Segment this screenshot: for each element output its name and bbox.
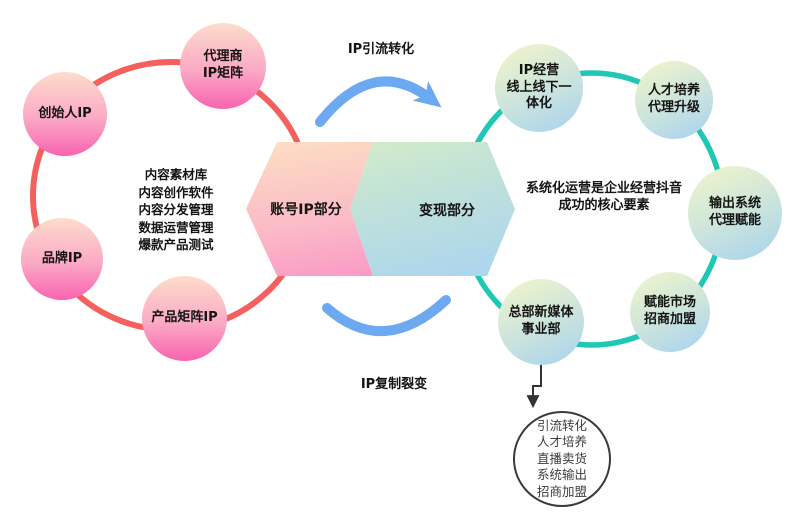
- output-function-item: 引流转化: [536, 417, 587, 433]
- output-function-item: 人才培养: [536, 434, 587, 450]
- top-flow-arrow-icon: [315, 76, 442, 127]
- node-agent-ip-matrix-label: 代理商 IP矩阵: [202, 49, 244, 81]
- center-banner: 账号IP部分 变现部分: [246, 142, 515, 276]
- node-founder-ip: 创始人IP: [23, 72, 107, 156]
- node-product-matrix-ip-label: 产品矩阵IP: [151, 310, 218, 326]
- top-arrow-label: IP引流转化: [347, 42, 415, 57]
- connector-arrow-icon: [526, 361, 542, 409]
- node-ip-operation-online-offline: IP经营 线上线下一 体化: [495, 44, 583, 132]
- node-output-system-agent-empower: 输出系统 代理赋能: [688, 166, 782, 260]
- content-tools-list: 内容素材库 内容创作软件 内容分发管理 数据运营管理 爆款产品测试: [117, 166, 235, 254]
- node-brand-ip-label: 品牌IP: [41, 250, 83, 266]
- node-ip-operation-label: IP经营 线上线下一 体化: [506, 63, 572, 112]
- bottom-arrow-label: IP复制裂变: [360, 377, 428, 392]
- bottom-flow-arrow-icon: [322, 295, 451, 337]
- output-functions-circle: 引流转化 人才培养 直播卖货 系统输出 招商加盟: [513, 411, 611, 507]
- node-talent-training-label: 人才培养 代理升级: [647, 83, 700, 115]
- statement-line: 成功的核心要素: [558, 198, 650, 213]
- monetization-banner-label: 变现部分: [419, 203, 475, 219]
- statement-line: 系统化运营是企业经营抖音: [525, 181, 682, 196]
- node-hq-new-media-label: 总部新媒体 事业部: [508, 305, 574, 337]
- systematic-operation-statement: 系统化运营是企业经营抖音 成功的核心要素: [514, 180, 694, 214]
- node-hq-new-media-dept: 总部新媒体 事业部: [498, 279, 584, 365]
- content-tools-item: 内容素材库: [144, 167, 208, 182]
- node-product-matrix-ip: 产品矩阵IP: [142, 276, 227, 361]
- account-ip-banner-label: 账号IP部分: [270, 202, 342, 218]
- node-agent-ip-matrix: 代理商 IP矩阵: [180, 23, 266, 109]
- node-brand-ip: 品牌IP: [21, 218, 103, 300]
- node-empower-market-label: 赋能市场 招商加盟: [643, 295, 696, 327]
- monetization-banner-shape: [350, 142, 515, 276]
- content-tools-item: 内容创作软件: [138, 184, 214, 200]
- node-output-system-label: 输出系统 代理赋能: [708, 196, 761, 228]
- output-function-item: 系统输出: [536, 467, 587, 483]
- node-founder-ip-label: 创始人IP: [38, 105, 92, 121]
- node-talent-training-agent-upgrade: 人才培养 代理升级: [635, 61, 713, 139]
- output-function-item: 招商加盟: [536, 483, 587, 499]
- content-tools-item: 数据运营管理: [138, 219, 214, 235]
- content-tools-item: 内容分发管理: [138, 202, 214, 217]
- node-empower-market-investment: 赋能市场 招商加盟: [630, 272, 710, 352]
- content-tools-item: 爆款产品测试: [138, 237, 214, 252]
- output-function-item: 直播卖货: [536, 450, 587, 466]
